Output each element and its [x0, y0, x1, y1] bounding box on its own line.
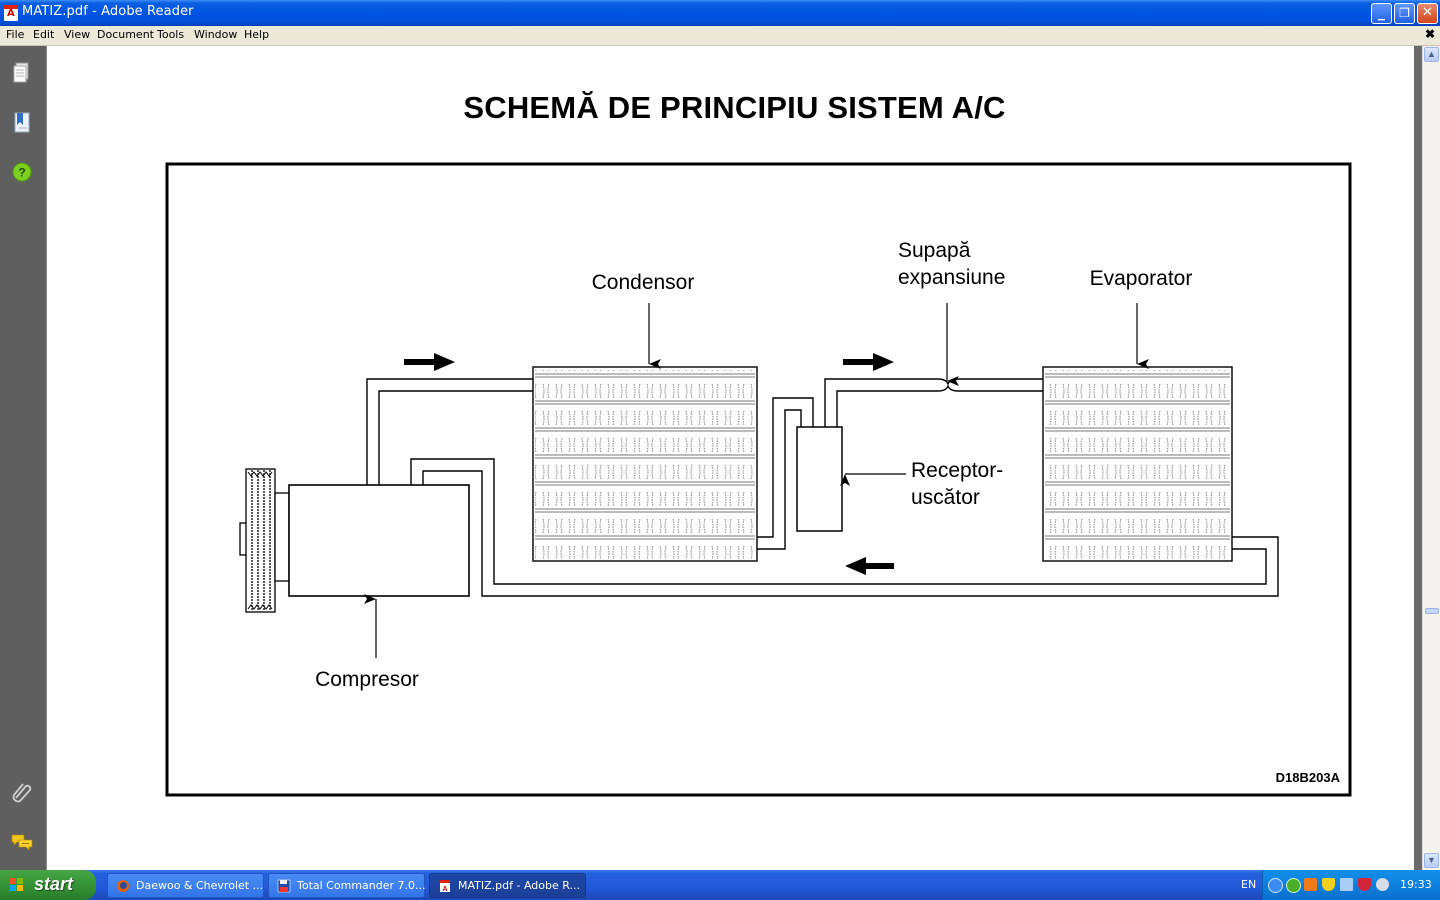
- language-indicator[interactable]: EN: [1241, 878, 1257, 891]
- taskbar-item-label: MATIZ.pdf - Adobe R...: [458, 879, 580, 892]
- restore-button[interactable]: ❐: [1394, 3, 1415, 24]
- menu-document[interactable]: Document: [97, 28, 154, 41]
- firefox-icon: [117, 880, 129, 892]
- ac-system-diagram: Condensor Supapă expansiune Evaporator R…: [165, 162, 1352, 797]
- figure-code: D18B203A: [1276, 770, 1341, 785]
- help-icon[interactable]: ?: [10, 160, 34, 184]
- flow-arrow-suction: [845, 557, 894, 575]
- menu-file[interactable]: File: [6, 28, 25, 41]
- start-label: start: [34, 874, 74, 894]
- scroll-thumb[interactable]: [1425, 608, 1439, 614]
- system-tray: EN 19:33: [1241, 870, 1440, 900]
- menu-window[interactable]: Window: [194, 28, 238, 41]
- security-shield-icon[interactable]: [1322, 878, 1335, 891]
- taskbar-item-adobe-reader[interactable]: A MATIZ.pdf - Adobe R...: [429, 873, 586, 898]
- restore-icon: ❐: [1399, 6, 1410, 20]
- label-receiver-line1: Receptor-: [911, 459, 1003, 482]
- chevron-up-icon: ▲: [1427, 49, 1436, 59]
- menu-view[interactable]: View: [64, 28, 91, 41]
- menu-help[interactable]: Help: [244, 28, 270, 41]
- clock[interactable]: 19:33: [1400, 878, 1432, 891]
- liquid-pipe-evaporator: [824, 378, 1043, 427]
- utorrent-icon[interactable]: [1286, 878, 1301, 893]
- condenser: [532, 366, 758, 562]
- page-title: SCHEMĂ DE PRINCIPIU SISTEM A/C: [463, 90, 1006, 125]
- vertical-scrollbar[interactable]: ▲ ▼: [1422, 46, 1440, 870]
- taskbar: start Daewoo & Chevrolet ... Total Comma…: [0, 870, 1440, 900]
- floppy-icon: [277, 879, 291, 893]
- svg-text:?: ?: [18, 166, 25, 180]
- label-evaporator: Evaporator: [1090, 267, 1193, 290]
- taskbar-item-browser[interactable]: Daewoo & Chevrolet ...: [107, 873, 264, 898]
- page-edge-shadow: [1414, 46, 1422, 870]
- adobe-reader-icon: [4, 5, 18, 21]
- compressor-body: [288, 484, 470, 597]
- taskbar-item-total-commander[interactable]: Total Commander 7.0...: [268, 873, 426, 898]
- menu-tools[interactable]: Tools: [157, 28, 185, 41]
- menu-edit[interactable]: Edit: [33, 28, 55, 41]
- start-button[interactable]: start: [0, 870, 96, 900]
- label-condensor: Condensor: [592, 271, 695, 294]
- label-compressor: Compresor: [315, 668, 419, 691]
- suction-pipe: [410, 458, 1279, 597]
- compressor-pulley: [239, 468, 290, 613]
- antivirus-icon[interactable]: [1358, 878, 1371, 891]
- taskbar-item-label: Total Commander 7.0...: [297, 879, 426, 892]
- minimize-button[interactable]: ▁: [1371, 3, 1392, 24]
- receiver-drier: [796, 426, 843, 532]
- window-title: MATIZ.pdf - Adobe Reader: [22, 4, 194, 19]
- liquid-pipe-condenser: [757, 397, 814, 550]
- taskbar-item-label: Daewoo & Chevrolet ...: [136, 879, 264, 892]
- minimize-icon: ▁: [1378, 11, 1385, 21]
- flow-arrow-liquid: [843, 353, 894, 371]
- evaporator: [1042, 366, 1233, 562]
- document-view[interactable]: SCHEMĂ DE PRINCIPIU SISTEM A/C: [47, 46, 1422, 870]
- pdf-icon: A: [440, 880, 450, 893]
- scroll-down-button[interactable]: ▼: [1424, 853, 1439, 868]
- discharge-pipe: [366, 378, 533, 485]
- close-document-icon[interactable]: ✖: [1425, 27, 1436, 41]
- bookmarks-icon[interactable]: [10, 110, 34, 134]
- attachments-icon[interactable]: [10, 780, 34, 804]
- chevron-down-icon: ▼: [1427, 855, 1436, 865]
- figure-frame: [165, 162, 1352, 797]
- scroll-up-button[interactable]: ▲: [1424, 47, 1439, 62]
- navigation-panel: ?: [0, 46, 47, 870]
- show-hidden-icon[interactable]: [1268, 878, 1283, 893]
- window-titlebar[interactable]: MATIZ.pdf - Adobe Reader ▁ ❐ ✕: [0, 0, 1440, 26]
- network-icon[interactable]: [1340, 878, 1353, 891]
- label-valve-line2: expansiune: [898, 266, 1005, 289]
- menu-bar: File Edit View Document Tools Window Hel…: [0, 26, 1440, 46]
- windows-logo-icon: [10, 878, 23, 891]
- svg-text:A: A: [442, 886, 447, 893]
- messenger-icon[interactable]: [1376, 878, 1389, 891]
- comments-icon[interactable]: [10, 830, 34, 854]
- close-button[interactable]: ✕: [1417, 3, 1438, 24]
- pages-icon[interactable]: [10, 60, 34, 84]
- close-icon: ✕: [1422, 5, 1433, 20]
- label-receiver-line2: uscător: [911, 486, 980, 509]
- app-icon[interactable]: [1304, 878, 1317, 891]
- label-valve-line1: Supapă: [898, 239, 971, 262]
- flow-arrow-discharge: [404, 353, 455, 371]
